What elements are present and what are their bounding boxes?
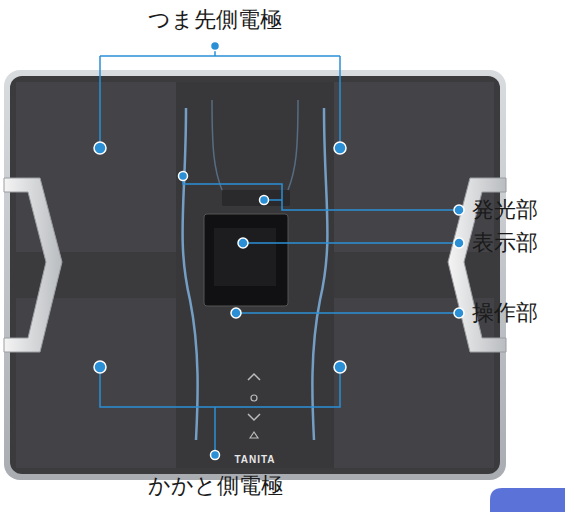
part-label: 表示部	[472, 231, 538, 255]
part-label: かかと側電極	[148, 474, 283, 498]
part-label: 発光部	[472, 198, 538, 222]
part-label: つま先側電極	[148, 8, 282, 32]
part-label: 操作部	[472, 301, 538, 325]
brand-mark: TANITA	[234, 454, 275, 465]
